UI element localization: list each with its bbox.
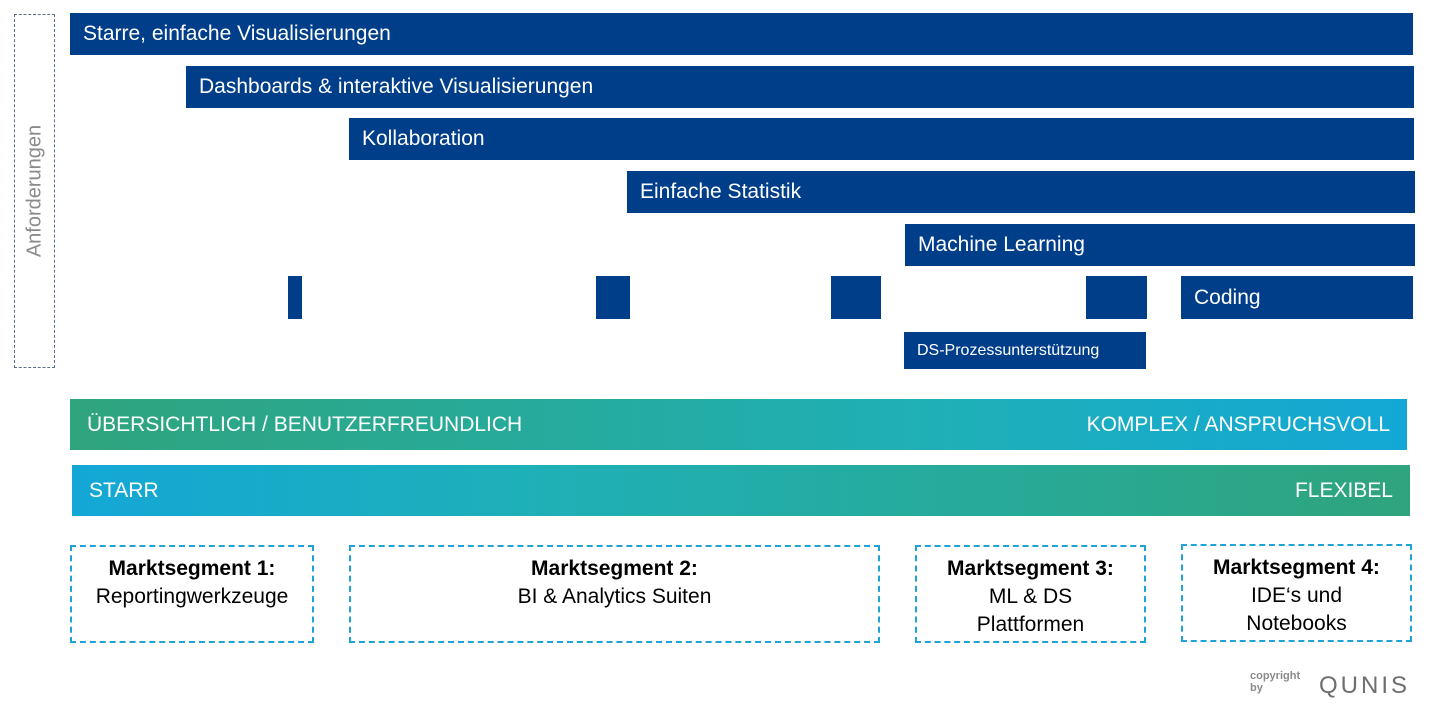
requirement-bar-machine-learning: Machine Learning: [905, 224, 1415, 266]
market-segment-3-desc: ML & DS Plattformen: [976, 585, 1085, 636]
coding-block-segment-3: [1086, 276, 1147, 319]
requirement-bar-statistik: Einfache Statistik: [627, 171, 1415, 213]
market-segment-3-title: Marktsegment 3:: [947, 557, 1114, 580]
market-segment-3: Marktsegment 3: ML & DS Plattformen: [915, 545, 1146, 643]
requirement-bar-visualisierungen: Starre, einfache Visualisierungen: [70, 13, 1413, 55]
axis-label-box: Anforderungen: [14, 14, 55, 368]
market-segment-4: Marktsegment 4: IDE‘s und Notebooks: [1181, 544, 1412, 642]
copyright: copyright by QUNIS: [1250, 668, 1410, 698]
market-segment-4-desc: IDE‘s und Notebooks: [1246, 584, 1347, 635]
coding-block-segment-2: [596, 276, 630, 319]
market-segment-2: Marktsegment 2: BI & Analytics Suiten: [349, 545, 880, 643]
flexibility-scale-left: STARR: [89, 478, 159, 502]
axis-label: Anforderungen: [23, 124, 45, 258]
flexibility-scale-right: FLEXIBEL: [1294, 478, 1393, 502]
requirement-bar-dashboards: Dashboards & interaktive Visualisierunge…: [186, 66, 1414, 108]
requirement-bar-ds-prozess: DS-Prozessunterstützung: [904, 332, 1146, 369]
qunis-logo: QUNIS: [1318, 672, 1410, 699]
market-segment-2-title: Marktsegment 2:: [531, 557, 698, 580]
complexity-scale: ÜBERSICHTLICH / BENUTZERFREUNDLICH KOMPL…: [70, 399, 1407, 450]
flexibility-scale: STARR FLEXIBEL: [72, 465, 1410, 516]
market-segment-1-title: Marktsegment 1:: [108, 557, 276, 580]
complexity-scale-right: KOMPLEX / ANSPRUCHSVOLL: [1086, 412, 1390, 436]
requirement-bar-coding: Coding: [1181, 276, 1413, 319]
coding-block-segment-2b: [831, 276, 881, 319]
market-segment-4-title: Marktsegment 4:: [1213, 556, 1380, 579]
complexity-scale-left: ÜBERSICHTLICH / BENUTZERFREUNDLICH: [87, 412, 523, 436]
copyright-text: copyright by: [1250, 670, 1301, 694]
market-segment-1-desc: Reportingwerkzeuge: [95, 585, 289, 608]
requirement-bar-kollaboration: Kollaboration: [349, 118, 1414, 160]
market-segment-1: Marktsegment 1: Reportingwerkzeuge: [70, 545, 314, 643]
coding-block-segment-1: [288, 276, 302, 319]
market-segment-2-desc: BI & Analytics Suiten: [517, 585, 712, 608]
